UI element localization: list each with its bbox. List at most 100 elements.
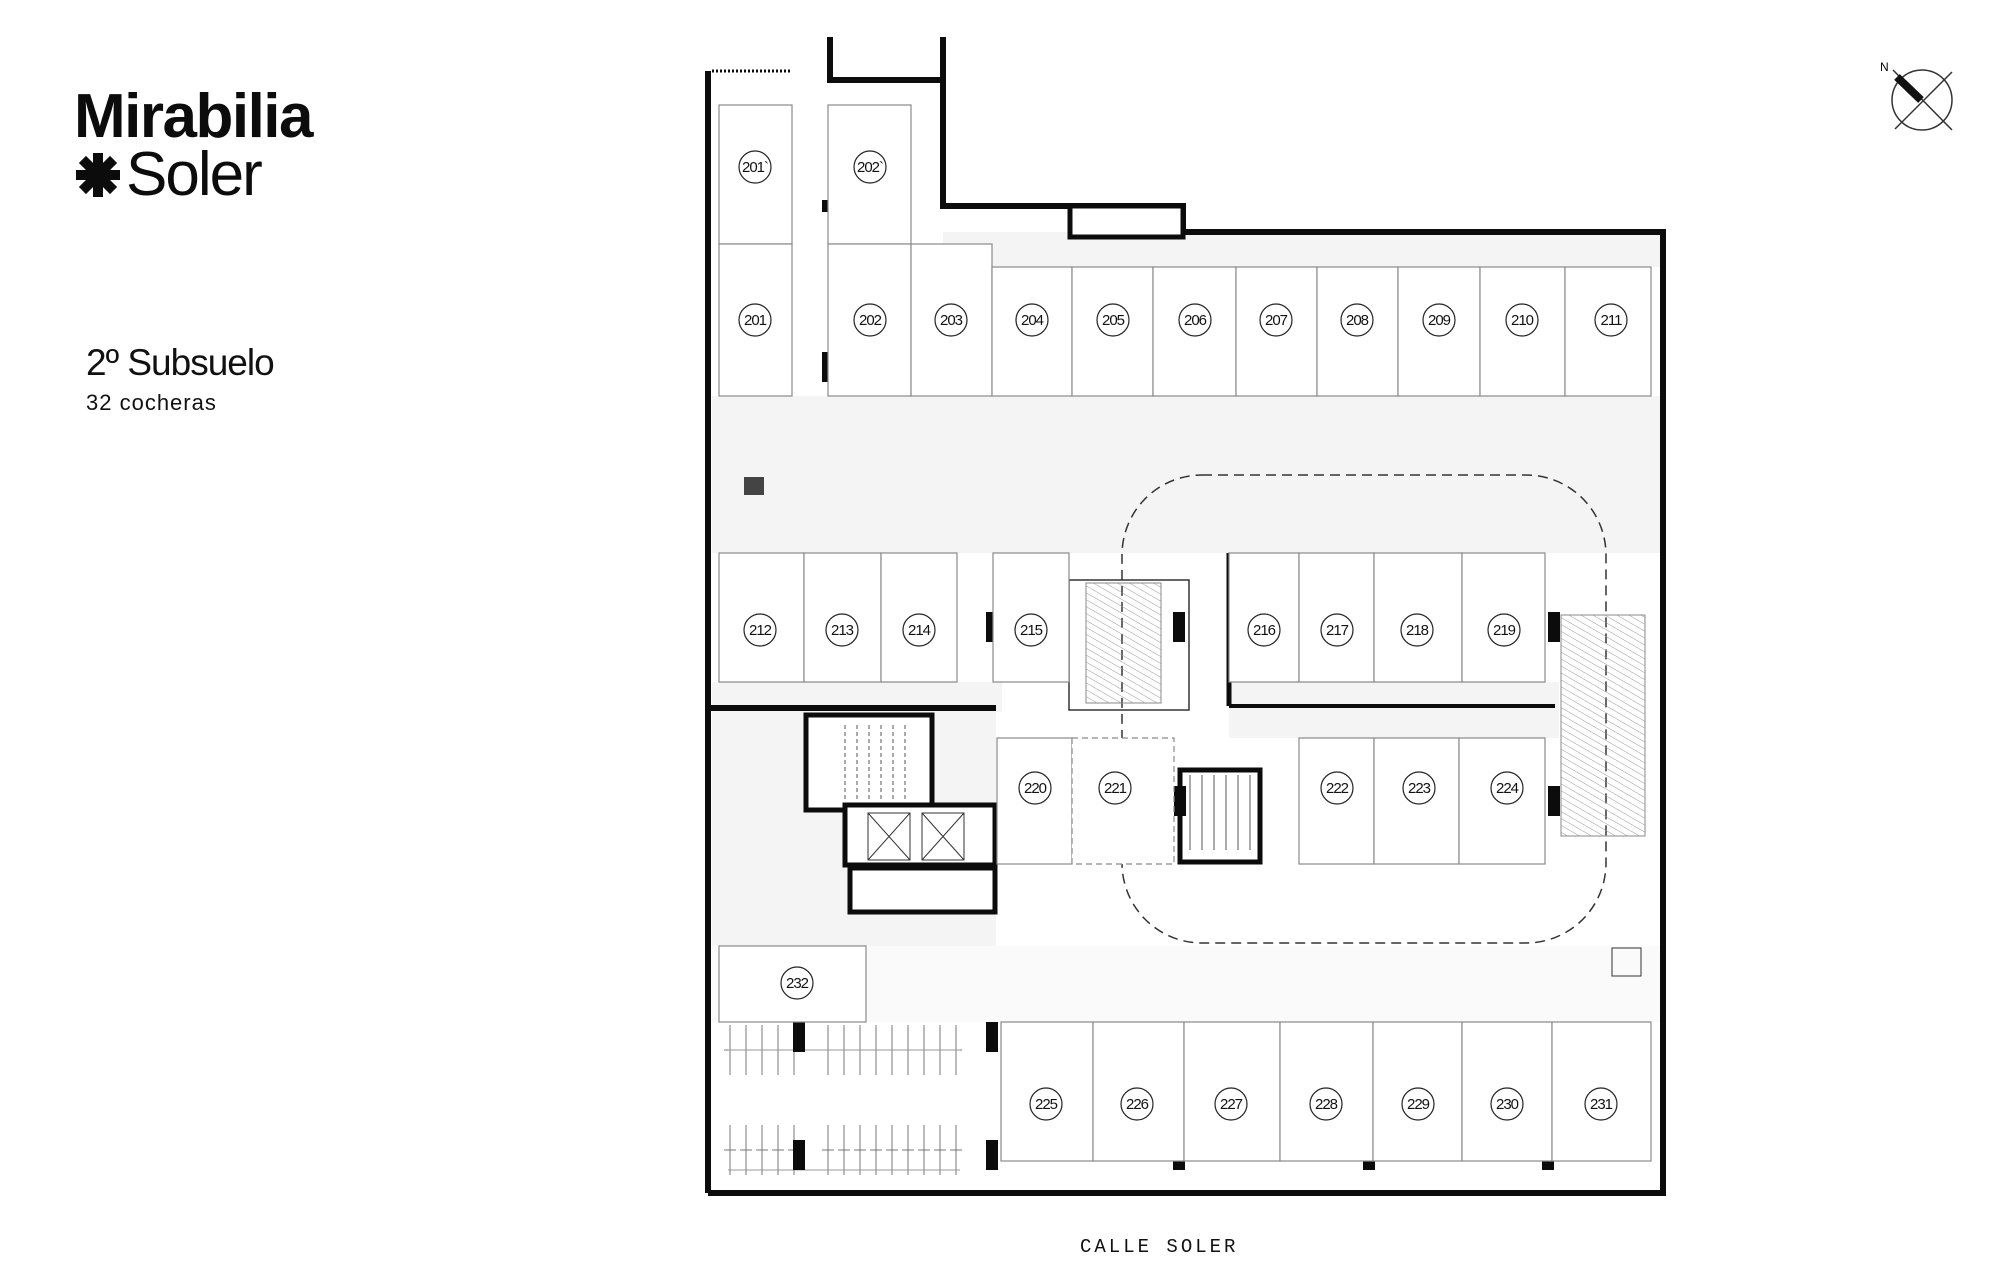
- vent-shaft: [744, 477, 764, 495]
- spot-number-circle: [934, 303, 968, 337]
- spot-number: 218: [1406, 622, 1429, 639]
- ramp-path: [1121, 474, 1607, 944]
- elevator-lobby: [842, 802, 998, 868]
- parking-spot: 205: [1071, 266, 1154, 397]
- spot-number-circle: [1247, 613, 1281, 647]
- parking-spot: 202`: [827, 104, 912, 245]
- parking-spot: 222: [1298, 737, 1375, 865]
- spot-number: 209: [1428, 312, 1451, 329]
- spot-number: 217: [1326, 622, 1349, 639]
- parking-spot: 208: [1316, 266, 1399, 397]
- bike-rack-icon: [934, 1125, 946, 1175]
- parking-spot: 221: [1071, 737, 1175, 865]
- spot-number: 214: [908, 622, 931, 639]
- spot-number-circle: [1490, 1087, 1524, 1121]
- parking-spot: 201: [718, 243, 793, 397]
- spot-number: 201`: [742, 159, 768, 176]
- spot-number-circle: [1029, 1087, 1063, 1121]
- bike-rack-icon: [724, 1125, 736, 1175]
- spot-number-circle: [1340, 303, 1374, 337]
- elevator: [867, 812, 911, 861]
- spot-number: 220: [1024, 780, 1047, 797]
- spot-number: 202`: [857, 159, 883, 176]
- spot-number-circle: [738, 150, 772, 184]
- spot-number-circle: [1400, 613, 1434, 647]
- spot-number: 213: [831, 622, 854, 639]
- spot-number-circle: [1018, 771, 1052, 805]
- spot-number: 226: [1126, 1096, 1149, 1113]
- elevator-cross: [867, 812, 911, 861]
- bike-rack-icon: [918, 1125, 930, 1175]
- parking-spot: 210: [1479, 266, 1566, 397]
- bike-rack-icon: [902, 1125, 914, 1175]
- parking-spot: 214: [880, 552, 958, 683]
- structural-column: [1548, 786, 1560, 816]
- brand-logo: Mirabilia Soler: [74, 82, 314, 209]
- bike-rack-icon: [838, 1125, 850, 1175]
- parking-spot: 215: [992, 552, 1070, 683]
- parking-spot: 224: [1458, 737, 1546, 865]
- structural-column: [793, 1022, 805, 1052]
- spot-number-circle: [825, 613, 859, 647]
- spot-number-circle: [853, 303, 887, 337]
- spot-number: 203: [940, 312, 963, 329]
- spot-number-circle: [1096, 303, 1130, 337]
- parking-spot: 231: [1551, 1021, 1652, 1162]
- spot-number-circle: [1505, 303, 1539, 337]
- spot-number-circle: [902, 613, 936, 647]
- parking-spot: 232: [718, 945, 867, 1023]
- spot-number: 205: [1102, 312, 1125, 329]
- parking-spot: 216: [1228, 552, 1300, 683]
- spot-number: 231: [1590, 1096, 1613, 1113]
- spot-number: 204: [1021, 312, 1044, 329]
- circulation-area: [712, 396, 1660, 553]
- elevator-cross: [921, 812, 965, 861]
- parking-spot: 211: [1564, 266, 1652, 397]
- service-room: [847, 865, 998, 915]
- asterisk-icon: [76, 153, 120, 197]
- spot-number: 210: [1511, 312, 1534, 329]
- north-label: N: [1880, 60, 1889, 74]
- spot-number: 229: [1407, 1096, 1430, 1113]
- spot-number: 221: [1104, 780, 1127, 797]
- spot-number-circle: [738, 303, 772, 337]
- bike-rack-icon: [854, 1125, 866, 1175]
- parking-spot: 223: [1373, 737, 1460, 865]
- parking-spot: 218: [1373, 552, 1463, 683]
- parking-spot: 229: [1372, 1021, 1463, 1162]
- bike-rack-icon: [822, 1125, 834, 1175]
- spot-number-circle: [1594, 303, 1628, 337]
- spot-number-circle: [1014, 613, 1048, 647]
- bike-rack-icon: [756, 1125, 768, 1175]
- spot-number-circle: [1098, 771, 1132, 805]
- street-label: CALLE SOLER: [1080, 1236, 1239, 1258]
- spot-number: 219: [1493, 622, 1516, 639]
- shaft: [1067, 203, 1186, 240]
- spot-number: 230: [1496, 1096, 1519, 1113]
- bike-rack-icon: [740, 1125, 752, 1175]
- spot-number-circle: [1120, 1087, 1154, 1121]
- spot-number-circle: [853, 150, 887, 184]
- brand-subname: Soler: [126, 140, 263, 209]
- parking-spot-outline: [1228, 552, 1300, 683]
- spot-number-circle: [1401, 1087, 1435, 1121]
- parking-spot: 225: [1000, 1021, 1094, 1162]
- spot-number: 222: [1326, 780, 1349, 797]
- compass-icon: N: [1880, 60, 1953, 131]
- spot-number-circle: [1402, 771, 1436, 805]
- structural-column: [1174, 786, 1186, 816]
- spot-number: 201: [744, 312, 767, 329]
- stair-core-2: [1177, 767, 1263, 865]
- parking-spot: 202: [827, 243, 912, 397]
- spot-number: 212: [749, 622, 772, 639]
- spot-number-circle: [1178, 303, 1212, 337]
- spot-number-circle: [780, 966, 814, 1000]
- parking-spot: 227: [1183, 1021, 1281, 1162]
- spot-number: 232: [786, 975, 809, 992]
- spot-number-circle: [1422, 303, 1456, 337]
- spot-number: 228: [1315, 1096, 1338, 1113]
- parking-spot: 207: [1235, 266, 1318, 397]
- brand-name: Mirabilia: [74, 82, 314, 151]
